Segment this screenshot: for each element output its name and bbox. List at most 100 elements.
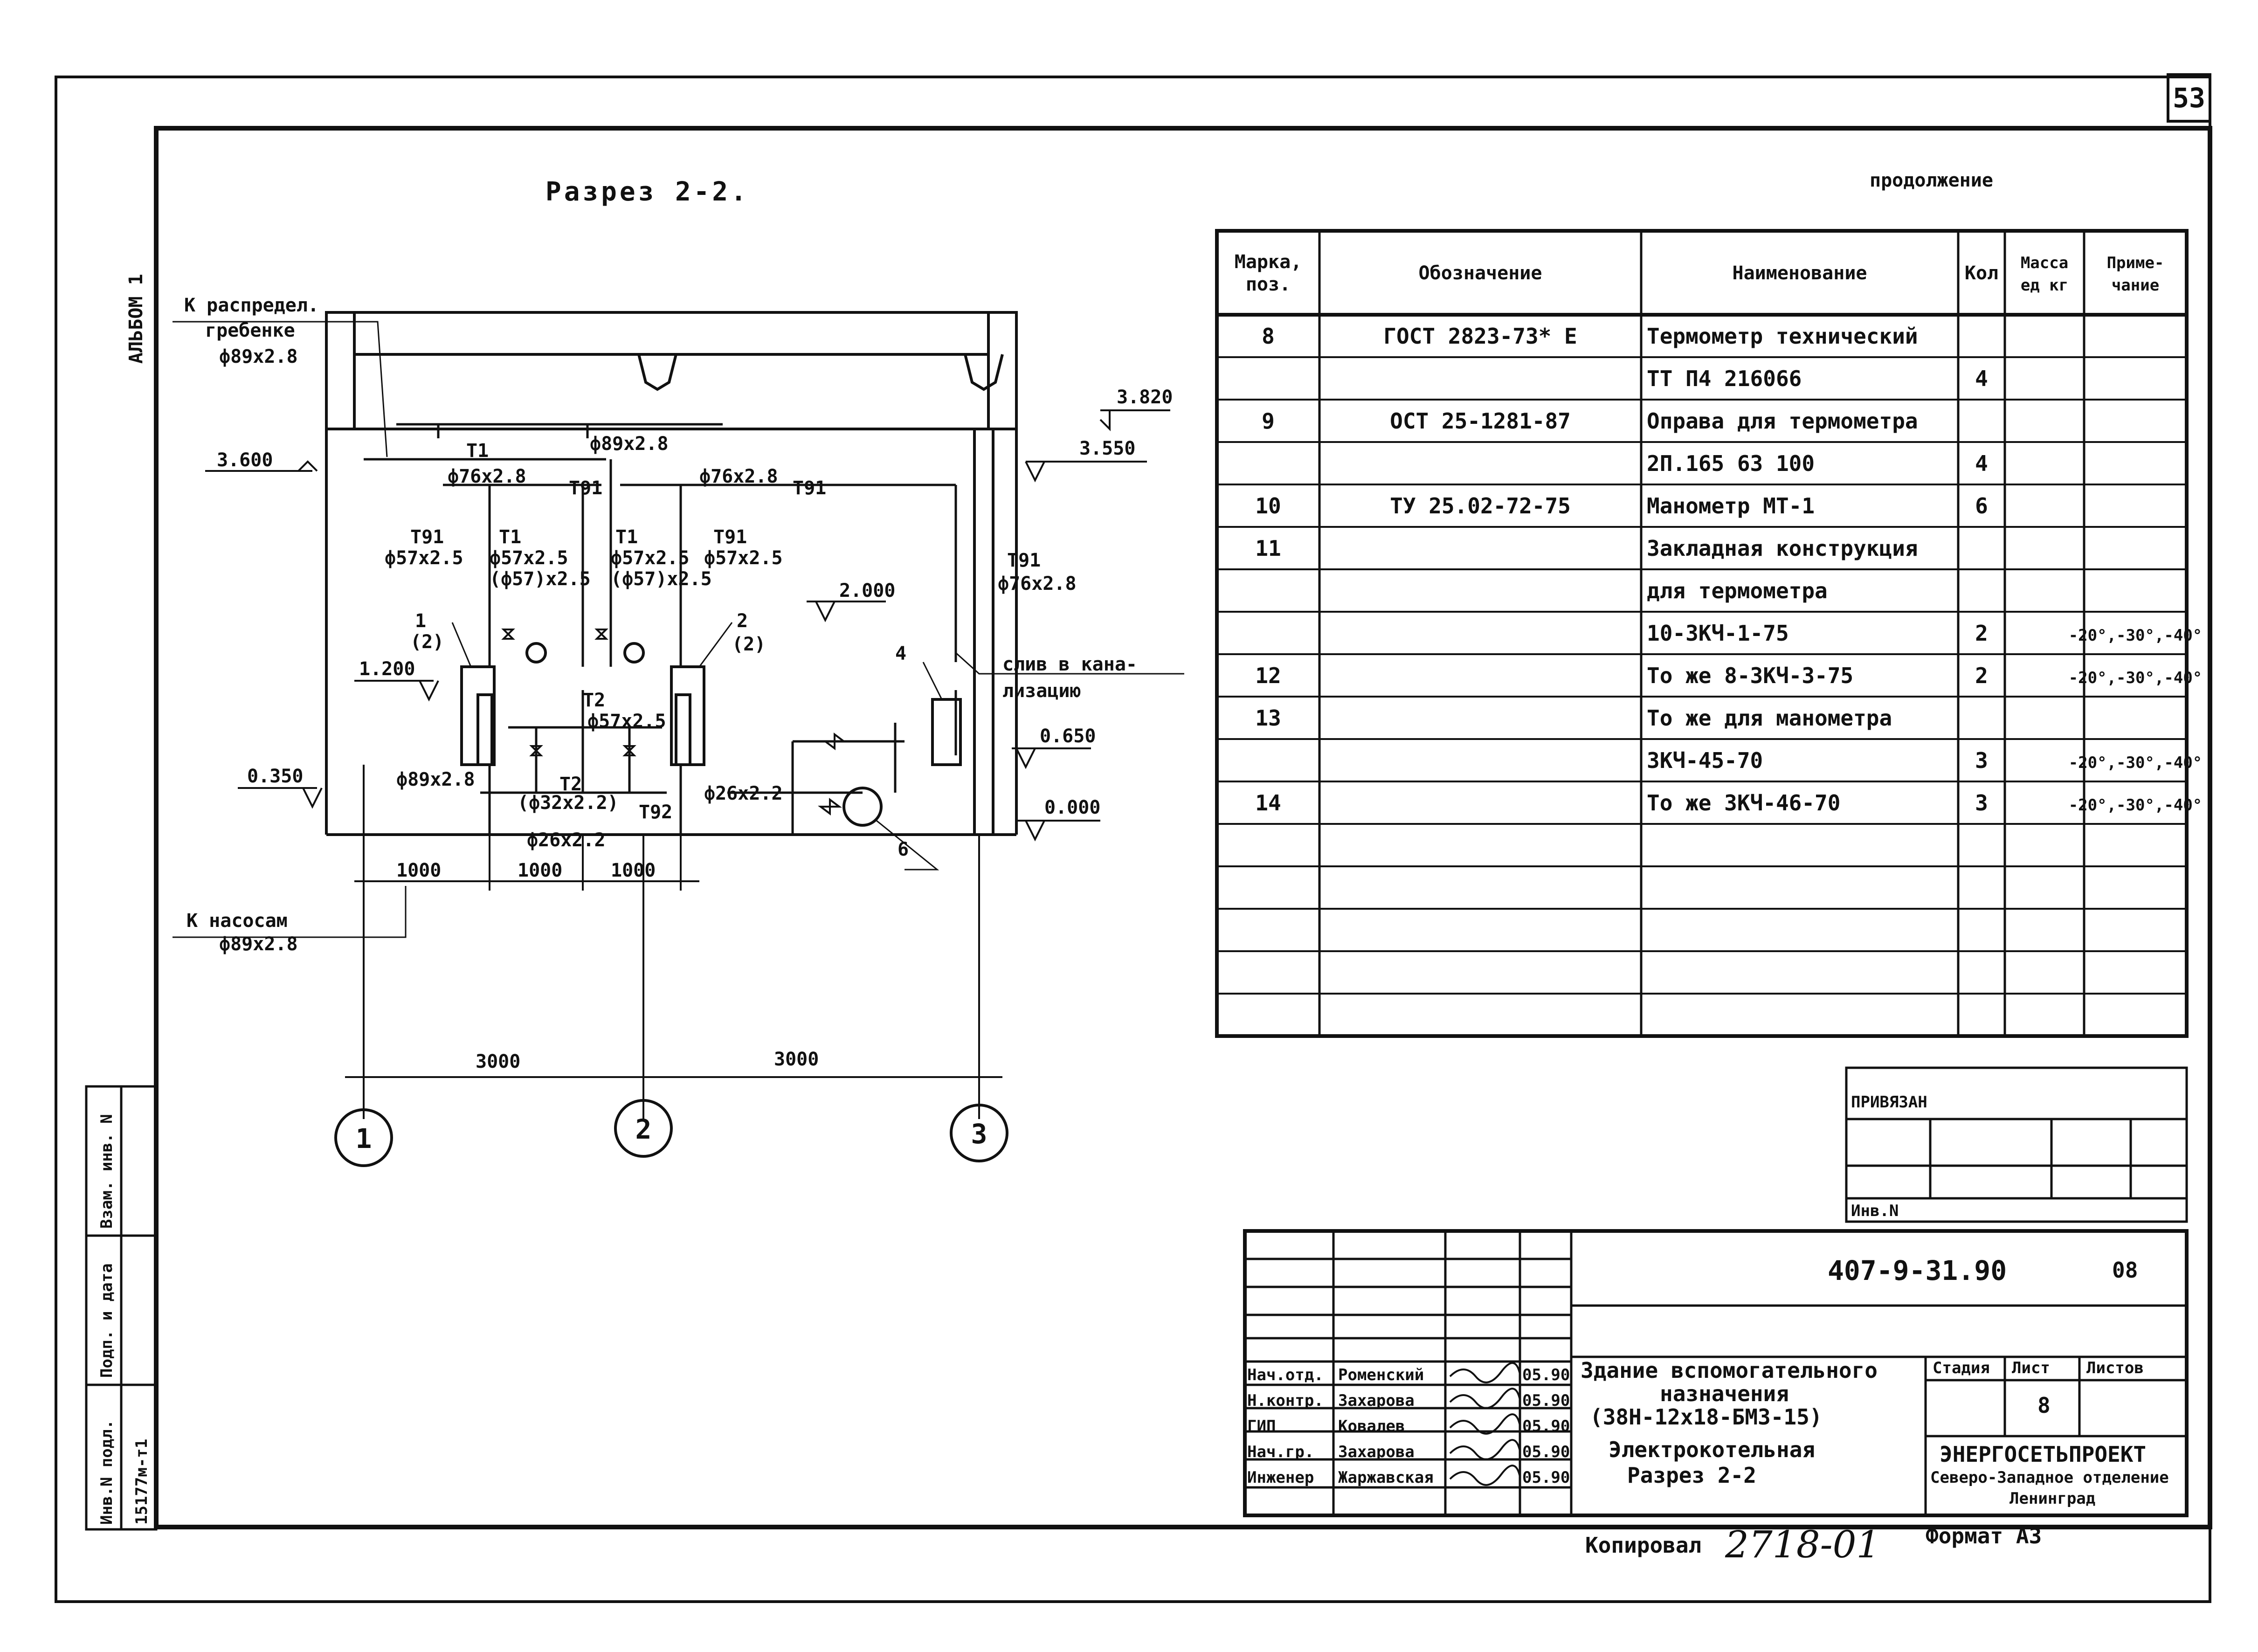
spec-header: чание: [2112, 276, 2159, 295]
svg-text:0.650: 0.650: [1040, 726, 1096, 747]
spec-cell: ТТ П4 216066: [1647, 366, 1802, 391]
signature-date: 05.90: [1522, 1417, 1570, 1436]
svg-text:Т91: Т91: [569, 477, 602, 499]
spec-table-grid: [1215, 229, 2189, 1038]
svg-text:Ленинград: Ленинград: [2009, 1489, 2095, 1508]
spec-cell: 3: [1975, 748, 1988, 773]
building-outline: [325, 311, 1018, 836]
svg-text:Здание вспомогательного: Здание вспомогательного: [1581, 1358, 1878, 1383]
spec-cell: для термометра: [1647, 578, 1828, 603]
equipment-4: [931, 698, 962, 766]
spec-cell: 4: [1975, 366, 1988, 391]
spec-cell: ТУ 25.02-72-75: [1390, 493, 1571, 518]
svg-text:Северо-Западное отделение: Северо-Западное отделение: [1930, 1468, 2169, 1487]
spec-cell: Манометр МТ-1: [1647, 493, 1815, 518]
spec-header: Приме-: [2107, 254, 2164, 272]
svg-text:ф26х2.2: ф26х2.2: [527, 829, 606, 851]
svg-text:Т2: Т2: [559, 774, 582, 795]
spec-cell: Оправа для термометра: [1647, 408, 1918, 434]
svg-text:ф76х2.8: ф76х2.8: [998, 573, 1077, 594]
svg-text:3.550: 3.550: [1079, 438, 1135, 459]
svg-text:ф89х2.8: ф89х2.8: [219, 933, 298, 955]
svg-text:3.600: 3.600: [217, 449, 273, 471]
svg-text:ф89х2.8: ф89х2.8: [219, 346, 298, 367]
sheet-code: 08: [2112, 1258, 2138, 1283]
level-marks: [205, 409, 1170, 842]
spec-header: Наименование: [1733, 263, 1867, 284]
svg-text:Разрез 2-2: Разрез 2-2: [1627, 1463, 1756, 1488]
signature-name: Захарова: [1338, 1443, 1415, 1461]
svg-text:ф57х2.5: ф57х2.5: [587, 711, 666, 732]
spec-cell: 4: [1975, 451, 1988, 476]
svg-text:ф76х2.8: ф76х2.8: [448, 466, 526, 487]
svg-text:Т1: Т1: [499, 526, 521, 548]
binding-label: ПРИВЯЗАН: [1851, 1093, 1927, 1112]
svg-text:лизацию: лизацию: [1002, 680, 1081, 702]
svg-text:3000: 3000: [774, 1049, 819, 1070]
svg-text:Стадия: Стадия: [1933, 1359, 1990, 1377]
svg-text:(2): (2): [410, 631, 444, 653]
title-block: [1243, 1229, 2189, 1517]
signature-role: ГИП: [1247, 1417, 1276, 1436]
svg-text:Т92: Т92: [639, 802, 672, 823]
signature-date: 05.90: [1522, 1366, 1570, 1384]
svg-text:1000: 1000: [396, 860, 441, 881]
signature-date: 05.90: [1522, 1391, 1570, 1410]
equipment: [460, 642, 962, 827]
spec-cell: -20°,-30°,-40°: [2069, 796, 2203, 815]
axis-bubbles: [334, 1099, 1008, 1167]
svg-text:15177м-т1: 15177м-т1: [132, 1439, 151, 1525]
svg-text:Т91: Т91: [410, 526, 444, 548]
axis-1: 1: [356, 1123, 372, 1154]
spec-cell: Закладная конструкция: [1647, 536, 1918, 561]
axis-3: 3: [971, 1118, 987, 1150]
org-name: ЭНЕРГОСЕТЬПРОЕКТ: [1940, 1442, 2146, 1467]
side-stamp: [85, 1085, 158, 1531]
svg-text:Лист: Лист: [2012, 1359, 2050, 1377]
leaders: [173, 321, 1184, 938]
signature-role: Н.контр.: [1247, 1391, 1324, 1410]
svg-text:ф76х2.8: ф76х2.8: [699, 466, 778, 487]
spec-header: Обозначение: [1419, 263, 1542, 284]
spec-cell: 14: [1255, 790, 1281, 816]
svg-text:0.350: 0.350: [247, 766, 303, 787]
svg-text:(ф57)х2.5: (ф57)х2.5: [490, 568, 591, 590]
signature-name: Ковалев: [1338, 1417, 1405, 1436]
svg-text:ф57х2.5: ф57х2.5: [385, 547, 463, 569]
spec-header: ед кг: [2021, 276, 2068, 295]
spec-cell: ГОСТ 2823-73* Е: [1383, 324, 1577, 349]
svg-text:2: 2: [737, 610, 748, 632]
signature-name: Роменский: [1338, 1366, 1424, 1384]
svg-text:Т91: Т91: [793, 477, 826, 499]
svg-text:ф26х2.2: ф26х2.2: [704, 783, 783, 804]
svg-text:(ф57)х2.5: (ф57)х2.5: [611, 568, 712, 590]
svg-text:(38Н-12х18-БМ3-15): (38Н-12х18-БМ3-15): [1590, 1404, 1823, 1430]
copied-value: 2718-01: [1725, 1523, 1880, 1566]
svg-text:Т1: Т1: [615, 526, 638, 548]
svg-text:назначения: назначения: [1660, 1381, 1789, 1406]
binding-inv: Инв.N: [1851, 1202, 1899, 1220]
svg-text:6: 6: [898, 839, 909, 860]
spec-cell: -20°,-30°,-40°: [2069, 669, 2203, 687]
spec-cell: 2: [1975, 621, 1988, 646]
svg-text:0.000: 0.000: [1044, 797, 1100, 818]
pipe-runs: [364, 423, 957, 835]
sheet-frame: [55, 73, 2212, 1603]
label-to-distributor: К распредел.: [184, 295, 319, 316]
spec-cell: 3: [1975, 790, 1988, 816]
svg-text:Взам. инв. N: Взам. инв. N: [97, 1114, 116, 1229]
spec-cell: То же 8-3КЧ-3-75: [1647, 663, 1853, 688]
signature-role: Инженер: [1247, 1468, 1314, 1487]
spec-cell: 6: [1975, 493, 1988, 518]
svg-text:ф57х2.5: ф57х2.5: [611, 547, 690, 569]
svg-text:8: 8: [2037, 1393, 2051, 1418]
signature-name: Жаржавская: [1338, 1468, 1434, 1487]
handwritten-signature: [1449, 1439, 1521, 1460]
signature-date: 05.90: [1522, 1443, 1570, 1461]
svg-text:(ф32х2.2): (ф32х2.2): [518, 792, 619, 814]
continuation-label: продолжение: [1870, 170, 1993, 191]
spec-header: Марка,: [1235, 251, 1302, 273]
